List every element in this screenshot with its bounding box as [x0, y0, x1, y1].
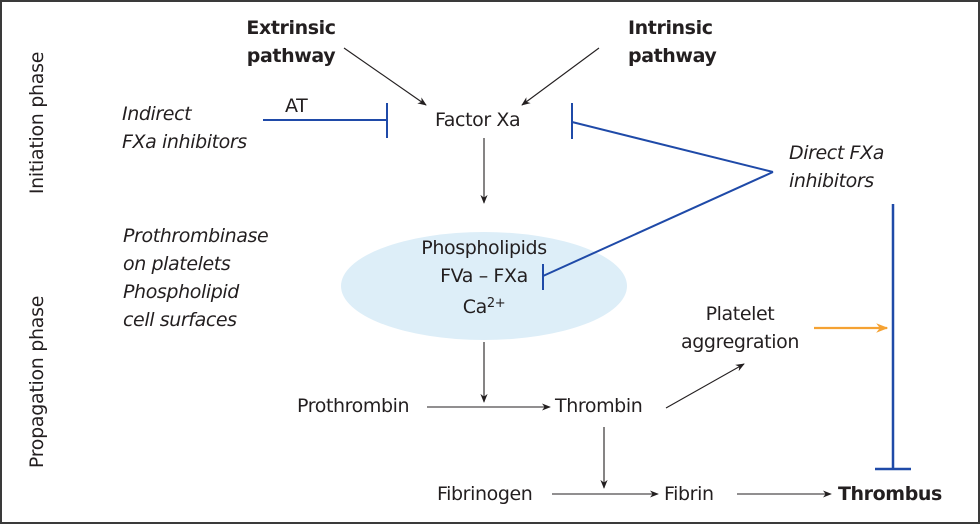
at-inhibition — [263, 103, 388, 138]
direct-inhibition-thrombus — [875, 204, 911, 471]
direct-fxa-inhibitors-label: Direct FXa inhibitors — [789, 142, 884, 192]
intrinsic-pathway-label: Intrinsic pathway — [628, 17, 717, 67]
direct-inhibition-factor-xa — [571, 103, 774, 173]
thrombus-node: Thrombus — [838, 483, 942, 505]
at-label: AT — [285, 95, 308, 117]
direct-inhibition-complex — [542, 171, 774, 290]
prothrombinase-complex-node: Phospholipids FVa – FXa Ca2+ — [421, 237, 547, 318]
propagation-phase-label: Propagation phase — [26, 295, 48, 469]
indirect-fxa-inhibitors-label: Indirect FXa inhibitors — [122, 103, 247, 153]
platelet-aggregation-node: Platelet aggregration — [681, 303, 799, 353]
arrow-intrinsic-to-factor-xa — [521, 47, 600, 106]
arrow-thrombin-to-platelet — [665, 363, 745, 409]
prothrombinase-complex-ellipse — [341, 232, 627, 340]
extrinsic-pathway-label: Extrinsic pathway — [246, 17, 336, 67]
fibrin-node: Fibrin — [664, 483, 714, 505]
prothrombin-node: Prothrombin — [297, 395, 410, 417]
factor-xa-node: Factor Xa — [435, 109, 521, 131]
thrombin-node: Thrombin — [555, 395, 643, 417]
prothrombinase-label: Prothrombinase on platelets Phospholipid… — [123, 225, 269, 331]
arrow-extrinsic-to-factor-xa — [343, 47, 427, 106]
initiation-phase-label: Initiation phase — [26, 51, 48, 195]
fibrinogen-node: Fibrinogen — [437, 483, 533, 505]
